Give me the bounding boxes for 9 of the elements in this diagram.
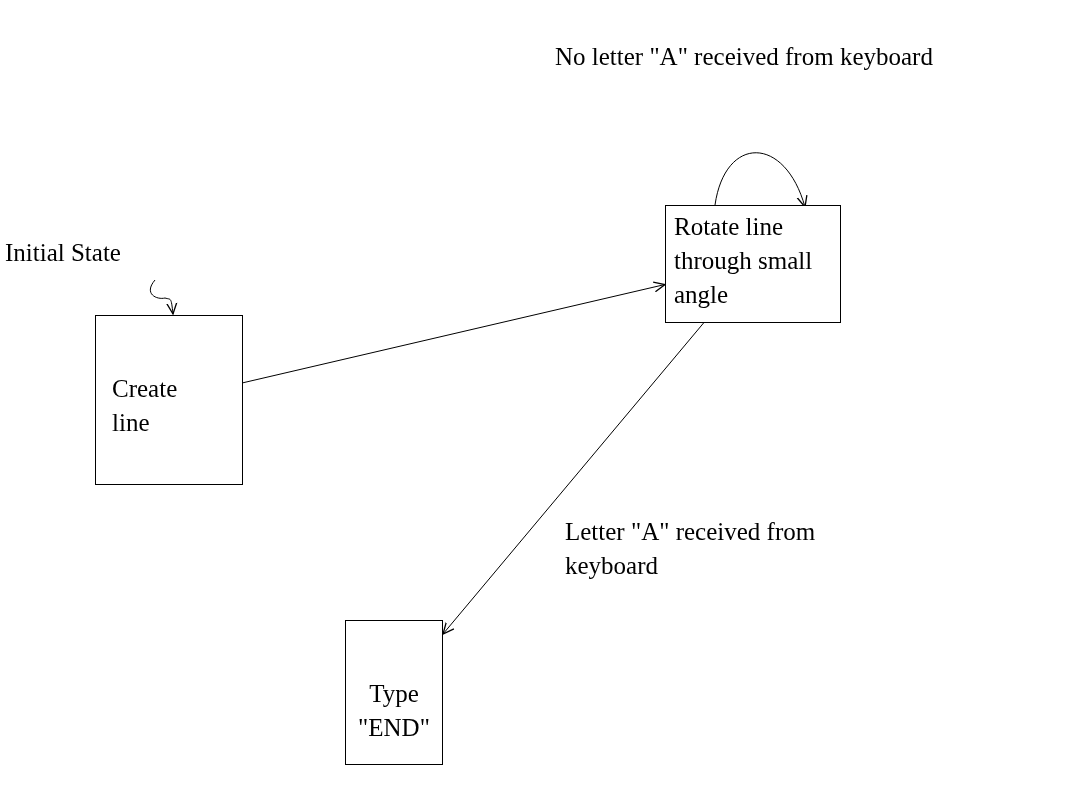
state-label: Initial State — [5, 236, 205, 276]
state-box: Create line — [95, 315, 243, 485]
edge-label: No letter "A" received from keyboard — [555, 42, 934, 72]
edge-label: Letter "A" received from keyboard — [565, 517, 817, 581]
state-box: Type "END" — [345, 620, 443, 765]
arrow — [442, 322, 705, 635]
state-box: Rotate line through small angle — [665, 205, 841, 323]
arrow — [149, 279, 178, 315]
arrow — [242, 281, 666, 384]
